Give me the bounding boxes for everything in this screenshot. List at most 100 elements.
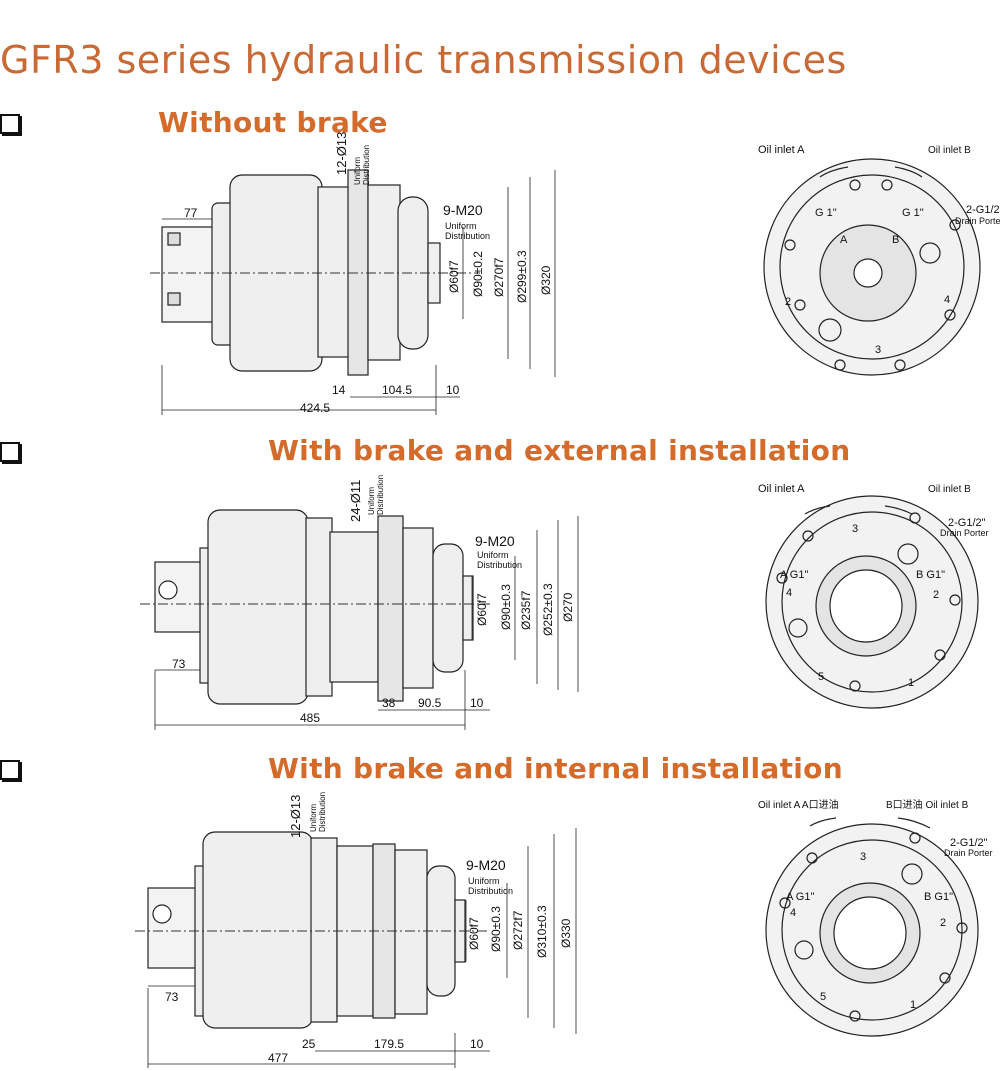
side-view	[154, 509, 474, 705]
thread-note-2: Distribution	[477, 560, 522, 570]
section-title-without-brake: Without brake	[158, 106, 388, 139]
side-labels: 12-Ø13 Uniform Distribution 9-M20 Unifor…	[165, 792, 573, 1065]
total-dim: 485	[300, 711, 320, 725]
left-dim: 73	[165, 990, 179, 1004]
bolt-note-2: Distribution	[376, 475, 385, 515]
page-title: GFR3 series hydraulic transmission devic…	[0, 38, 847, 82]
port-b: G 1"	[902, 207, 924, 219]
dia-label-3: Ø270f7	[492, 257, 506, 297]
bolt-label: 12-Ø13	[288, 795, 303, 838]
dia-label-3: Ø235f7	[519, 590, 533, 630]
diagram-internal-brake: 12-Ø13 Uniform Distribution 9-M20 Unifor…	[135, 792, 993, 1068]
inlet-b: Oil inlet B	[928, 484, 971, 495]
dimension-lines	[147, 828, 577, 1068]
bolt-note: Uniform	[367, 487, 376, 515]
zone-2: 2	[933, 589, 939, 601]
bolt-note: Uniform	[353, 157, 362, 185]
bottom-dim-1: 14	[332, 383, 346, 397]
zone-4: 4	[790, 907, 796, 919]
thread-note: Uniform	[477, 550, 509, 560]
dia-label-2: Ø90±0.2	[471, 251, 485, 297]
section-title-external-brake: With brake and external installation	[268, 434, 851, 467]
port-a: A G1"	[786, 891, 814, 903]
thread-note: Uniform	[445, 221, 477, 231]
dia-label-4: Ø252±0.3	[541, 583, 555, 636]
section-checkbox	[0, 760, 20, 780]
side-labels: 24-Ø11 Uniform Distribution 9-M20 Unifor…	[172, 475, 575, 725]
thread-note-2: Distribution	[468, 886, 513, 896]
end-labels: Oil inlet A Oil inlet B A G1" B G1" 2-G1…	[758, 483, 989, 689]
left-dim: 73	[172, 657, 186, 671]
end-view	[765, 495, 979, 709]
end-view	[763, 158, 981, 376]
dimension-lines	[154, 516, 579, 730]
thread-label: 9-M20	[475, 533, 515, 549]
bolt-label: 24-Ø11	[348, 480, 363, 522]
port-b: B G1"	[916, 569, 945, 581]
bolt-note-2: Distribution	[362, 145, 371, 185]
bottom-dim-3: 10	[470, 1037, 484, 1051]
drain-note: Drain Porter	[944, 848, 993, 858]
dia-label-3: Ø272f7	[511, 910, 525, 950]
inlet-a: Oil inlet A	[758, 483, 805, 495]
thread-note-2: Distribution	[445, 231, 490, 241]
drain-label: 2-G1/2"	[966, 204, 1000, 216]
total-dim: 424.5	[300, 401, 330, 415]
bolt-label: 12-Ø13	[334, 132, 349, 175]
section-title-internal-brake: With brake and internal installation	[268, 752, 843, 785]
inlet-b: Oil inlet B	[928, 145, 971, 156]
bottom-dim-1: 25	[302, 1037, 316, 1051]
bottom-dim-1: 38	[382, 696, 396, 710]
port-b: B G1"	[924, 891, 953, 903]
dia-label-4: Ø299±0.3	[515, 250, 529, 303]
zone-1: 1	[910, 999, 916, 1011]
zone-1: 1	[908, 677, 914, 689]
bottom-dim-2: 179.5	[374, 1037, 404, 1051]
zone-5: 5	[818, 671, 824, 683]
bottom-dim-3: 10	[446, 383, 460, 397]
dia-label-1: Ø60f7	[447, 260, 461, 293]
port-a: G 1"	[815, 207, 837, 219]
diagram-external-brake: 24-Ø11 Uniform Distribution 9-M20 Unifor…	[140, 475, 989, 730]
drain-label: 2-G1/2"	[948, 517, 986, 529]
dia-label-4: Ø310±0.3	[535, 905, 549, 958]
drain-label: 2-G1/2"	[950, 837, 988, 849]
bottom-dim-2: 90.5	[418, 696, 442, 710]
drain-note: Drain Porter	[955, 216, 1000, 226]
end-labels: Oil inlet A Oil inlet B G 1" G 1" A B 2-…	[758, 144, 1000, 356]
side-view	[147, 831, 466, 1029]
zone-4: 4	[944, 294, 950, 306]
dia-label-2: Ø90±0.3	[489, 906, 503, 952]
end-view	[765, 817, 979, 1037]
letter-a: A	[840, 234, 848, 246]
bolt-note: Uniform	[309, 804, 318, 832]
zone-4: 4	[786, 587, 792, 599]
dimension-lines	[161, 170, 556, 415]
zone-2: 2	[785, 296, 791, 308]
port-a: A G1"	[780, 569, 808, 581]
left-dim: 77	[184, 206, 198, 220]
total-dim: 477	[268, 1051, 288, 1065]
zone-3: 3	[852, 523, 858, 535]
thread-note: Uniform	[468, 876, 500, 886]
thread-label: 9-M20	[466, 857, 506, 873]
zone-3: 3	[860, 851, 866, 863]
inlet-a: Oil inlet A	[758, 144, 805, 156]
inlet-b: B口进油 Oil inlet B	[886, 798, 969, 811]
dia-label-5: Ø330	[559, 918, 573, 948]
zone-5: 5	[820, 991, 826, 1003]
bolt-note-2: Distribution	[318, 792, 327, 832]
dia-label-5: Ø270	[561, 592, 575, 622]
dia-label-1: Ø60f7	[475, 593, 489, 626]
zone-2: 2	[940, 917, 946, 929]
end-labels: Oil inlet A A口进油 B口进油 Oil inlet B A G1" …	[758, 798, 993, 1011]
bottom-dim-3: 10	[470, 696, 484, 710]
dia-label-2: Ø90±0.3	[499, 584, 513, 630]
inlet-a: Oil inlet A A口进油	[758, 798, 839, 811]
bottom-dim-2: 104.5	[382, 383, 412, 397]
diagram-without-brake: 12-Ø13 Uniform Distribution 9-M20 Unifor…	[150, 132, 1000, 415]
section-checkbox	[0, 442, 20, 462]
zone-3: 3	[875, 344, 881, 356]
letter-b: B	[892, 234, 899, 246]
dia-label-1: Ø60f7	[467, 917, 481, 950]
